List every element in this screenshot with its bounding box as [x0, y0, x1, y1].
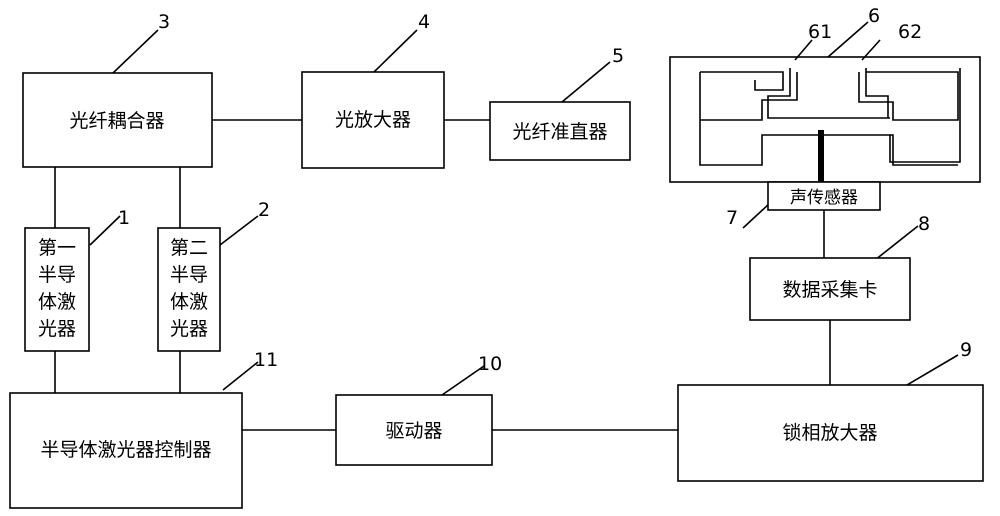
photoacoustic-cell-inner-right — [858, 68, 959, 121]
photoacoustic-cell-inner-left — [699, 71, 784, 120]
ref-1: 1 — [118, 207, 130, 229]
reference-leaders — [89, 21, 959, 396]
leader-3 — [112, 29, 159, 74]
leader-10 — [441, 365, 485, 396]
laser2-line-1: 第二 — [170, 237, 208, 259]
leader-5 — [561, 61, 611, 103]
second-semiconductor-laser: 第二 半导 体激 光器 — [157, 227, 221, 352]
leader-6 — [827, 21, 869, 58]
fiber-collimator: 光纤准直器 — [489, 101, 631, 161]
ref-11: 11 — [254, 349, 278, 371]
fiber-coupler: 光纤耦合器 — [22, 72, 213, 168]
daq-card: 数据采集卡 — [749, 257, 911, 321]
connections — [54, 119, 831, 431]
ref-62: 62 — [898, 21, 922, 43]
ref-9: 9 — [960, 339, 972, 361]
optical-amplifier-label: 光放大器 — [335, 109, 411, 131]
laser2-line-2: 半导 — [170, 264, 208, 286]
acoustic-sensor: 声传感器 — [767, 181, 881, 211]
ref-10: 10 — [478, 353, 502, 375]
daq-card-label: 数据采集卡 — [782, 279, 877, 301]
leader-9 — [906, 354, 959, 386]
laser1-line-1: 第一 — [38, 237, 76, 259]
ref-8: 8 — [918, 213, 930, 235]
leader-2 — [219, 215, 259, 246]
fiber-collimator-label: 光纤准直器 — [512, 121, 607, 143]
ref-61: 61 — [808, 21, 832, 43]
laser2-line-4: 光器 — [170, 318, 208, 340]
reference-numbers: 3 4 5 6 61 62 1 2 7 8 9 10 11 — [118, 5, 972, 375]
driver: 驱动器 — [335, 394, 493, 466]
first-semiconductor-laser: 第一 半导 体激 光器 — [24, 227, 90, 352]
ref-7: 7 — [726, 207, 738, 229]
photoacoustic-cell — [669, 56, 981, 183]
ref-4: 4 — [418, 11, 430, 33]
leader-8 — [874, 225, 919, 261]
ref-5: 5 — [612, 45, 624, 67]
laser2-line-3: 体激 — [170, 291, 208, 313]
leader-62 — [861, 39, 881, 61]
acoustic-resonator-rod — [818, 130, 824, 182]
laser1-line-2: 半导 — [38, 264, 76, 286]
photoacoustic-cell-bottom-right — [890, 134, 958, 166]
leader-1 — [89, 215, 121, 246]
photoacoustic-cell-left-chamber — [699, 68, 961, 166]
fiber-coupler-label: 光纤耦合器 — [69, 110, 164, 132]
leader-61 — [794, 39, 813, 61]
leader-7 — [742, 202, 771, 229]
optical-amplifier: 光放大器 — [301, 71, 445, 169]
ref-2: 2 — [258, 199, 270, 221]
driver-label: 驱动器 — [385, 420, 442, 442]
lockin-amplifier-label: 锁相放大器 — [782, 422, 877, 444]
laser1-line-4: 光器 — [38, 318, 76, 340]
photoacoustic-cell-cavity-left — [767, 68, 890, 119]
laser-controller: 半导体激光器控制器 — [9, 392, 243, 509]
leader-4 — [373, 29, 418, 73]
leader-11 — [222, 361, 259, 391]
ref-3: 3 — [158, 11, 170, 33]
lockin-amplifier: 锁相放大器 — [677, 384, 984, 482]
laser-controller-label: 半导体激光器控制器 — [40, 439, 211, 461]
acoustic-sensor-label: 声传感器 — [790, 188, 858, 208]
ref-6: 6 — [868, 5, 880, 27]
laser1-line-3: 体激 — [38, 291, 76, 313]
